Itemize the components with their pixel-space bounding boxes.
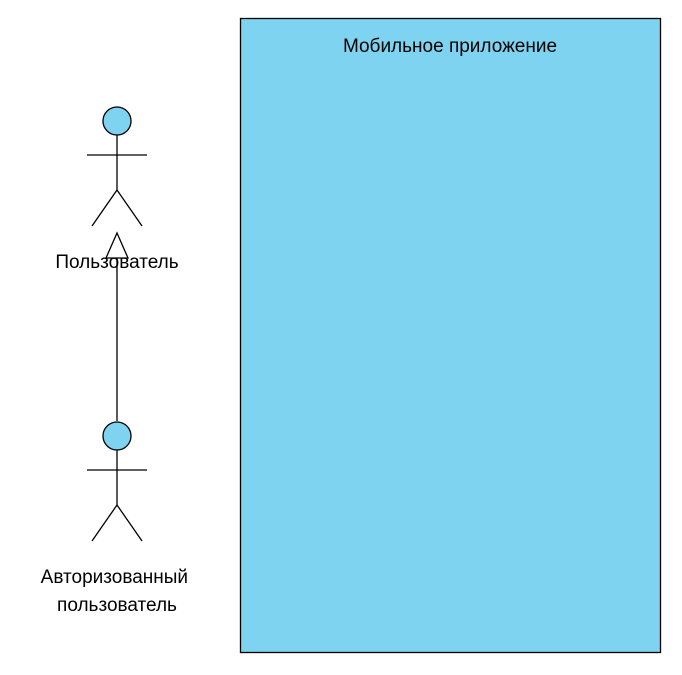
actor-authorized-user-label-line1: Авторизованный bbox=[41, 567, 188, 588]
actor-authorized-user-node[interactable]: Авторизованный пользователь bbox=[41, 421, 194, 616]
generalization-arrowhead-icon bbox=[105, 231, 129, 259]
actor-authorized-user-left-leg bbox=[91, 504, 118, 542]
actor-user-right-leg bbox=[116, 189, 143, 227]
system-boundary-label: Мобильное приложение bbox=[343, 36, 557, 57]
actor-user-label: Пользователь bbox=[55, 252, 178, 273]
actor-authorized-user-label-line2: пользователь bbox=[57, 595, 177, 616]
actor-authorized-user-label: Авторизованный пользователь bbox=[41, 567, 194, 616]
system-boundary-node[interactable]: Мобильное приложение bbox=[239, 17, 662, 654]
actor-authorized-user-head bbox=[102, 421, 132, 451]
system-boundary-rect[interactable] bbox=[239, 17, 662, 654]
actor-authorized-user-right-leg bbox=[116, 504, 143, 542]
actor-user-head bbox=[102, 106, 132, 136]
actor-user-node[interactable]: Пользователь bbox=[55, 106, 179, 273]
actor-user-left-leg bbox=[91, 189, 118, 227]
generalization-connector[interactable] bbox=[105, 231, 129, 421]
